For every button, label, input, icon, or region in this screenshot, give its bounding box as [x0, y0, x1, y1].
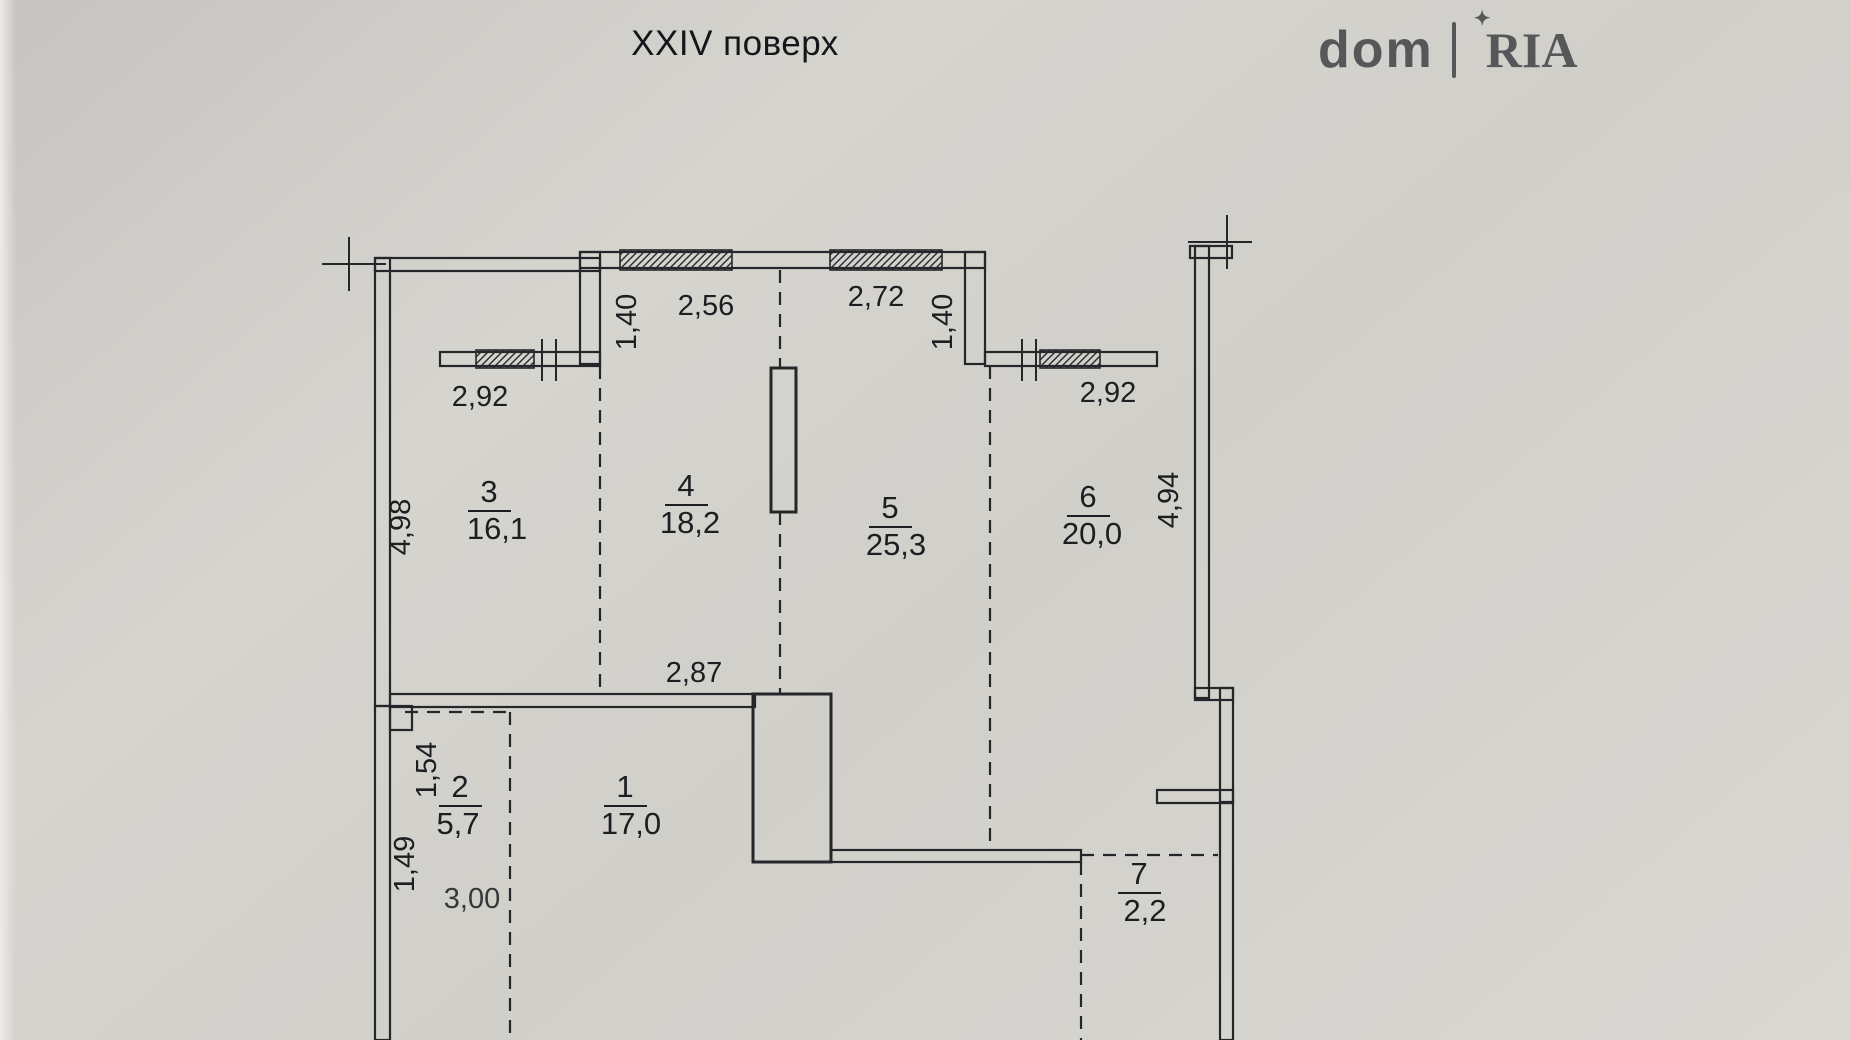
window-left [475, 349, 535, 369]
room-label-7: 7 2,2 [1118, 856, 1167, 928]
dim-bay-right-width: 2,72 [848, 281, 904, 313]
room-4-number: 4 [677, 468, 694, 503]
room-labels: 3 16,1 4 18,2 5 25,3 6 20,0 2 [436, 468, 1166, 928]
floor-title: XXIV поверх [631, 24, 839, 63]
wall-left-outer-lower [373, 704, 392, 1040]
wall-room3-bottom [388, 692, 757, 709]
dim-left-wall-height: 4,98 [385, 499, 417, 555]
wall-bay-left-side [578, 250, 602, 366]
room-6-number: 6 [1079, 479, 1096, 514]
wall-tick-marks [541, 339, 1037, 381]
wall-right-lower [1218, 801, 1235, 1040]
dim-bay-left-width: 2,56 [678, 290, 734, 322]
room-label-3: 3 16,1 [467, 474, 527, 546]
ria-label: RIA [1485, 22, 1578, 78]
wall-left-notch [388, 704, 414, 732]
ria-star-icon: ✦ [1473, 8, 1491, 30]
column-center [769, 366, 798, 514]
dim-bay-left-depth: 1,40 [611, 294, 643, 350]
dom-logo-text: dom [1318, 21, 1434, 79]
room-2-area: 5,7 [436, 806, 479, 841]
dim-mid-wall-width: 2,87 [666, 657, 722, 689]
room-5-number: 5 [881, 490, 898, 525]
wall-right-outer [1193, 244, 1211, 700]
ria-logo-text: ✦RIA [1474, 9, 1578, 78]
room-1-area: 17,0 [601, 806, 661, 841]
wall-bottom-middle [829, 848, 1083, 864]
windows [475, 249, 1101, 369]
room-3-area: 16,1 [467, 511, 527, 546]
window-bay-left [619, 249, 733, 271]
room-5-area: 25,3 [866, 527, 926, 562]
dim-left-window-width: 2,92 [452, 381, 508, 413]
room-7-number: 7 [1130, 856, 1147, 891]
logo-divider [1451, 22, 1456, 78]
room-label-1: 1 17,0 [601, 769, 661, 841]
dim-bay-right-depth: 1,40 [927, 294, 959, 350]
partition-dashed-lines [405, 270, 1218, 1040]
room-3-number: 3 [480, 474, 497, 509]
window-right [1039, 349, 1101, 369]
wall-left-outer-upper [373, 256, 392, 708]
room-label-2: 2 5,7 [436, 769, 482, 841]
dim-room2-lower-height: 1,49 [389, 836, 421, 892]
wall-top-right-corner [1188, 244, 1234, 260]
room-label-5: 5 25,3 [866, 490, 926, 562]
dim-right-wall-height: 4,94 [1153, 472, 1185, 528]
wall-top-left [373, 256, 602, 273]
room-7-area: 2,2 [1123, 893, 1166, 928]
dom-ria-watermark: dom ✦RIA [1318, 9, 1578, 79]
wall-right-step-v [1218, 686, 1235, 804]
room-2-number: 2 [451, 769, 468, 804]
window-bay-right [829, 249, 943, 271]
room-label-4: 4 18,2 [660, 468, 720, 540]
corner-cross-marks [322, 215, 1252, 291]
dim-bottom-width: 3,00 [444, 883, 500, 915]
dim-right-window-width: 2,92 [1080, 377, 1136, 409]
room-1-number: 1 [616, 769, 633, 804]
shafts [751, 366, 833, 864]
room-label-6: 6 20,0 [1062, 479, 1122, 551]
dim-room2-upper-height: 1,54 [411, 742, 443, 798]
shaft-center [751, 692, 833, 864]
wall-right-step-h2 [1155, 788, 1235, 805]
dimension-labels: 2,56 2,72 1,40 1,40 2,92 2,92 4,98 4,94 … [385, 281, 1185, 915]
room-4-area: 18,2 [660, 505, 720, 540]
room-6-area: 20,0 [1062, 516, 1122, 551]
wall-bay-right-side [963, 250, 987, 366]
